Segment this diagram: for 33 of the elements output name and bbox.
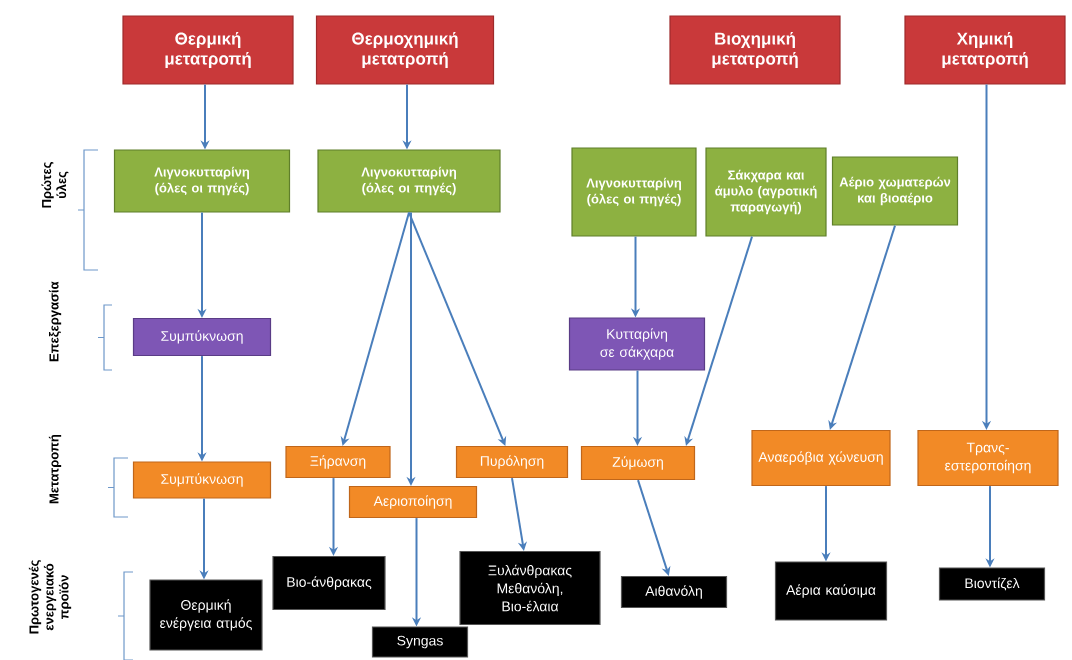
conversion-box: Πυρόληση bbox=[455, 445, 569, 479]
product-box: Βιοντίζελ bbox=[938, 567, 1046, 601]
process-box: Συμπύκνωση bbox=[132, 317, 272, 357]
feedstock-box: Λιγνοκυτταρίνη (όλες οι πηγές) bbox=[571, 147, 697, 237]
conversion-box: Αναερόβια χώνευση bbox=[751, 429, 891, 487]
title-box: Θερμική μετατροπή bbox=[122, 15, 294, 85]
feedstock-box: Σάκχαρα και άμυλο (αγροτική παραγωγή) bbox=[705, 147, 827, 237]
arrow bbox=[684, 235, 753, 446]
row-label: Πρώτες ύλες bbox=[41, 162, 69, 208]
conversion-box: Αεριοποίηση bbox=[348, 485, 478, 519]
product-box: Syngas bbox=[371, 626, 469, 658]
product-box: Θερμική ενέργεια ατμός bbox=[149, 579, 263, 651]
product-box: Βιο-άνθρακας bbox=[272, 555, 386, 611]
title-box: Χημική μετατροπή bbox=[904, 15, 1066, 85]
title-box: Θερμοχημική μετατροπή bbox=[315, 15, 495, 85]
product-box: Αιθανόλη bbox=[620, 575, 728, 609]
arrow bbox=[637, 479, 671, 576]
row-label: Επεξεργασία bbox=[48, 281, 62, 362]
feedstock-box: Αέριο χωματερών και βιοαέριο bbox=[831, 156, 959, 226]
title-box: Βιοχημική μετατροπή bbox=[669, 15, 841, 85]
conversion-box: Ζύμωση bbox=[580, 445, 696, 481]
process-box: Κυτταρίνη σε σάκχαρα bbox=[568, 317, 706, 371]
row-label: Πρωτογενές ενεργειακό προϊόν bbox=[28, 560, 72, 634]
feedstock-box: Λιγνοκυτταρίνη (όλες οι πηγές) bbox=[317, 149, 501, 213]
feedstock-box: Λιγνοκυτταρίνη (όλες οι πηγές) bbox=[113, 149, 291, 213]
arrow bbox=[828, 224, 896, 430]
product-box: Αέρια καύσιμα bbox=[774, 561, 888, 621]
conversion-box: Τρανς-εστεροποίηση bbox=[917, 429, 1059, 487]
conversion-box: Συμπύκνωση bbox=[132, 461, 272, 499]
row-label: Μετατροπή bbox=[48, 435, 62, 504]
conversion-box: Ξήρανση bbox=[285, 445, 391, 479]
product-box: Ξυλάνθρακας Μεθανόλη, Βιο-έλαια bbox=[459, 550, 601, 626]
arrow bbox=[408, 211, 507, 446]
